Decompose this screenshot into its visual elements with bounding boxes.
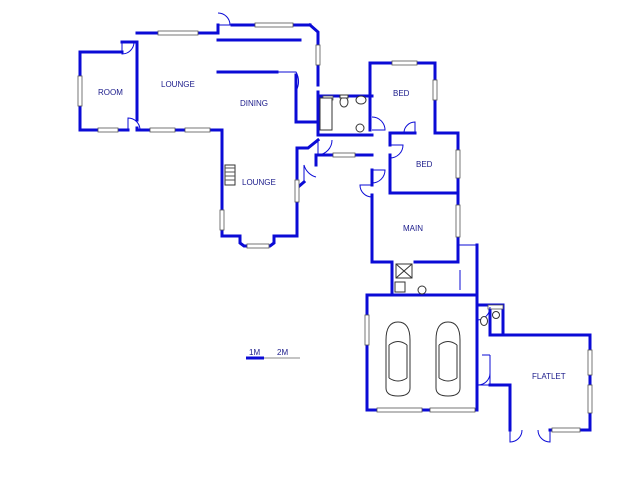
fireplace-icon	[224, 164, 236, 186]
bath-tub-icon	[319, 97, 333, 131]
shower-icon	[395, 263, 413, 279]
dining-walls	[216, 22, 320, 137]
ensuite-toilet-icon	[394, 281, 427, 295]
bed-top-walls	[368, 61, 460, 195]
label-lounge-top: LOUNGE	[161, 80, 195, 89]
car-icon	[435, 321, 461, 397]
label-room: ROOM	[98, 88, 123, 97]
label-flatlet: FLATLET	[532, 372, 566, 381]
label-lounge-bottom: LOUNGE	[242, 178, 276, 187]
windows	[77, 22, 593, 433]
flatlet-toilet-icon	[480, 311, 500, 326]
scale-mark-1m: 1M	[249, 348, 260, 357]
flatlet-walls	[475, 303, 592, 432]
door-swing-icon	[121, 12, 551, 443]
main-bedroom-walls	[370, 168, 460, 264]
scale-bar: 1M 2M	[246, 348, 300, 360]
label-bed-top: BED	[393, 89, 410, 98]
toilet-icon	[339, 94, 349, 108]
car-icon	[385, 321, 411, 397]
label-main: MAIN	[403, 224, 423, 233]
label-bed-bottom: BED	[416, 160, 433, 169]
basin-icon	[355, 95, 367, 133]
lounge-bottom-walls	[218, 128, 321, 248]
scale-mark-2m: 2M	[277, 348, 288, 357]
room-walls	[78, 40, 222, 132]
label-dining: DINING	[240, 99, 268, 108]
